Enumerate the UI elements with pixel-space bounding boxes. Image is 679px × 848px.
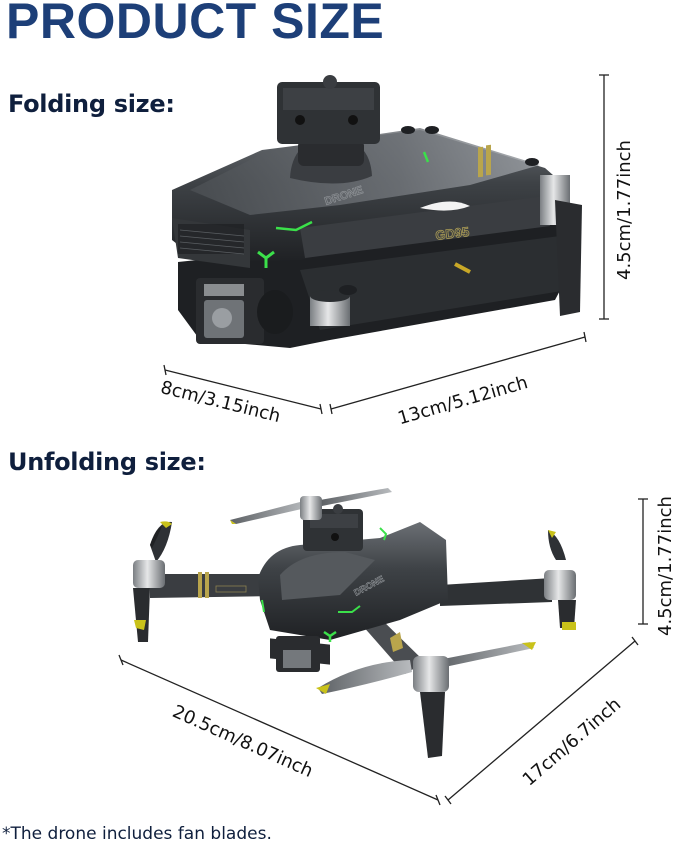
- page-title: PRODUCT SIZE: [6, 0, 385, 49]
- unfolded-height-label: 4.5cm/1.77inch: [655, 496, 676, 636]
- footnote: *The drone includes fan blades.: [2, 824, 272, 844]
- folded-height-label: 4.5cm/1.77inch: [614, 140, 635, 280]
- model-badge: GD95: [435, 224, 471, 243]
- folded-drone-image: GD95 DRONE: [172, 75, 582, 348]
- folding-size-label: Folding size:: [8, 90, 175, 118]
- unfolded-drone-image: DRONE: [133, 488, 576, 758]
- folded-dimension-lines: [163, 74, 609, 415]
- unfolded-dimension-lines: [118, 498, 648, 806]
- green-led-y-icon: [257, 250, 275, 268]
- unfolding-size-label: Unfolding size:: [8, 448, 206, 476]
